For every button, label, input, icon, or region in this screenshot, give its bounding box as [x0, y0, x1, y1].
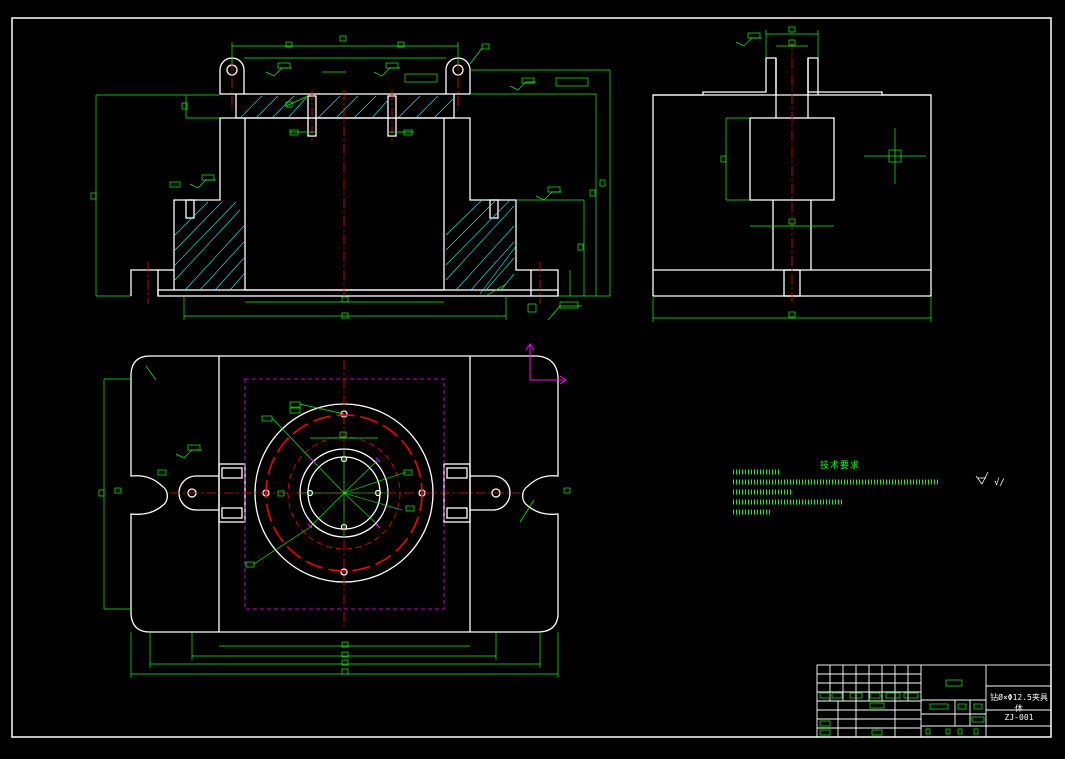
top-view-centerlines [170, 360, 520, 630]
front-view-cutting-line [479, 245, 517, 295]
technical-requirements-lines [733, 469, 938, 515]
title-block-drawing-code: ZJ-001 [1004, 713, 1034, 722]
top-view [130, 355, 559, 633]
top-view-hidden-outline [244, 378, 445, 610]
sheet-border [11, 17, 1052, 738]
technical-requirements-title: 技术要求 [820, 461, 861, 471]
surface-roughness-note: √/ [994, 478, 1005, 488]
top-view-radial-lines [300, 449, 407, 537]
roughness-symbol [975, 471, 989, 485]
title-block-placeholders [819, 679, 985, 736]
front-view-dimensions [90, 35, 611, 321]
front-view [130, 57, 559, 297]
top-view-dimensions [98, 365, 571, 678]
title-block [816, 664, 1052, 738]
axis-marker [525, 343, 567, 385]
title-block-part-name: 钻Ø×Φ12.5夹具体 [990, 693, 1048, 713]
front-view-hatch [174, 95, 515, 291]
side-view-dimensions [652, 26, 932, 322]
front-view-centerlines [147, 60, 541, 304]
top-view-bolt-markers [307, 457, 381, 529]
